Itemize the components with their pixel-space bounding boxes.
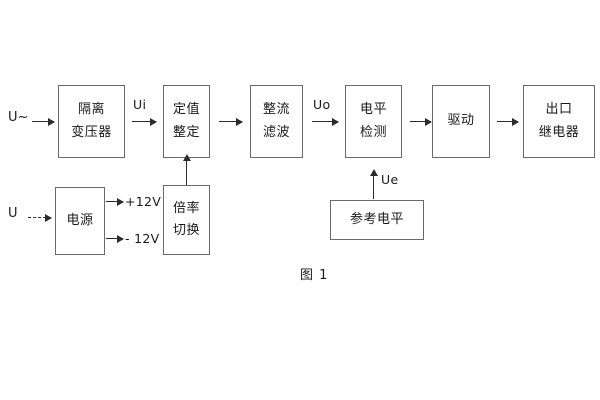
block-drive-line1: 驱动 [447, 113, 475, 129]
block-level-detect-line1: 电平 [359, 102, 387, 118]
arrow-reference-level-to-level-detect [369, 169, 378, 199]
arrow-drive-to-output-relay [497, 117, 519, 126]
signal-label-ue: Ue [381, 172, 399, 187]
block-ratio-switch-line1: 倍率 [172, 200, 200, 216]
signal-label-ui: Ui [133, 97, 147, 112]
block-ratio-switch-line2: 切换 [172, 223, 200, 238]
block-rectify-filter-line1: 整流 [262, 102, 290, 118]
arrow-rectify-filter-to-level-detect [312, 117, 339, 126]
dc-input-label: U [8, 206, 18, 221]
block-isolation-transformer-line2: 变压器 [71, 124, 112, 140]
arrow-level-detect-to-drive [410, 117, 432, 126]
block-setpoint-adjust-line2: 整定 [172, 124, 200, 140]
ac-input-label: U~ [8, 110, 29, 125]
arrow-ac-input-to-isolation-transformer [32, 117, 55, 126]
block-ratio-switch: 倍率 切换 [163, 185, 210, 255]
block-isolation-transformer: 隔离 变压器 [58, 85, 125, 158]
block-isolation-transformer-line1: 隔离 [77, 102, 105, 118]
arrow-isolation-transformer-to-setpoint-adjust [132, 117, 157, 126]
block-setpoint-adjust-line1: 定值 [172, 102, 200, 118]
rail-label-positive: +12V [125, 194, 162, 209]
arrow-power-supply-negative-rail [106, 234, 124, 243]
block-reference-level: 参考电平 [330, 200, 424, 240]
block-output-relay-line1: 出口 [545, 102, 573, 118]
block-output-relay: 出口 继电器 [523, 85, 595, 158]
block-reference-level-line1: 参考电平 [349, 211, 404, 227]
arrow-dc-input-to-power-supply [28, 213, 52, 222]
block-level-detect-line2: 检测 [359, 124, 387, 140]
block-drive: 驱动 [432, 85, 490, 158]
block-rectify-filter-line2: 滤波 [262, 124, 290, 140]
block-rectify-filter: 整流 滤波 [250, 85, 303, 158]
figure-caption: 图 1 [300, 268, 329, 283]
arrow-ratio-switch-to-setpoint-adjust [182, 154, 191, 185]
block-setpoint-adjust: 定值 整定 [163, 85, 210, 158]
block-power-supply: 电源 [55, 187, 105, 255]
rail-label-negative: - 12V [125, 231, 160, 246]
signal-label-uo: Uo [313, 97, 331, 112]
block-level-detect: 电平 检测 [345, 85, 402, 158]
arrow-setpoint-adjust-to-rectify-filter [219, 117, 243, 126]
block-output-relay-line2: 继电器 [538, 124, 580, 140]
block-power-supply-line1: 电源 [66, 212, 94, 228]
arrow-power-supply-positive-rail [106, 197, 124, 206]
